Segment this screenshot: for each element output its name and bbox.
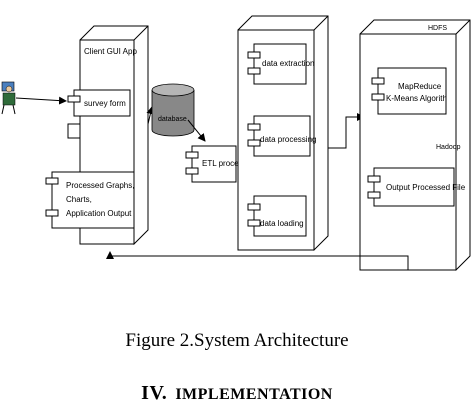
processed-output-line-3: Application Output (66, 209, 132, 218)
client-gui-app-node: Client GUI App survey form Processed Gra… (45, 25, 149, 245)
client-gui-app-title: Client GUI App (84, 47, 137, 56)
output-processed-file-label: Output Processed File (386, 183, 466, 192)
data-processing-label: data processing (260, 135, 316, 144)
processing-to-hdfs-arrow (328, 113, 365, 149)
survey-form-component (73, 89, 131, 117)
data-loading-label: data loading (260, 219, 304, 228)
architecture-diagram: Client GUI App survey form Processed Gra… (1, 15, 471, 271)
database-node: database (151, 83, 195, 137)
etl-process-node: ETL process (185, 145, 247, 183)
processing-server-node: data extraction data processing data loa… (237, 15, 329, 251)
section-heading: IV. IMPLEMENTATION (0, 382, 474, 405)
survey-form-label: survey form (84, 99, 126, 108)
section-title: IMPLEMENTATION (175, 386, 333, 403)
user-icon (1, 81, 16, 115)
mapreduce-component (377, 67, 447, 115)
mapreduce-line-2: K-Means Algorith (386, 94, 447, 103)
section-number: IV. (141, 382, 168, 404)
hdfs-title: HDFS (428, 25, 447, 32)
hadoop-label: Hadoop (436, 144, 461, 151)
user-to-survey-arrow (15, 96, 67, 105)
figure-caption: Figure 2.System Architecture (125, 330, 349, 351)
hdfs-node: HDFS MapReduce K-Means Algorith Hadoop O… (359, 19, 471, 271)
data-extraction-label: data extraction (262, 59, 314, 68)
processed-output-line-1: Processed Graphs, (66, 181, 134, 190)
processed-output-line-2: Charts, (66, 195, 92, 204)
database-label: database (158, 116, 187, 123)
client-to-database-arrow (146, 106, 155, 125)
data-processing-component (253, 115, 311, 157)
client-empty-component (67, 123, 81, 139)
hdfs-to-client-return-arrow (106, 251, 409, 270)
processed-output-component (51, 171, 135, 229)
mapreduce-line-1: MapReduce (398, 82, 442, 91)
database-to-etl-arrow (187, 119, 206, 142)
data-extraction-component (253, 43, 307, 85)
output-processed-file-component (373, 167, 455, 207)
data-loading-component (253, 195, 307, 237)
etl-process-label: ETL process (202, 159, 247, 168)
